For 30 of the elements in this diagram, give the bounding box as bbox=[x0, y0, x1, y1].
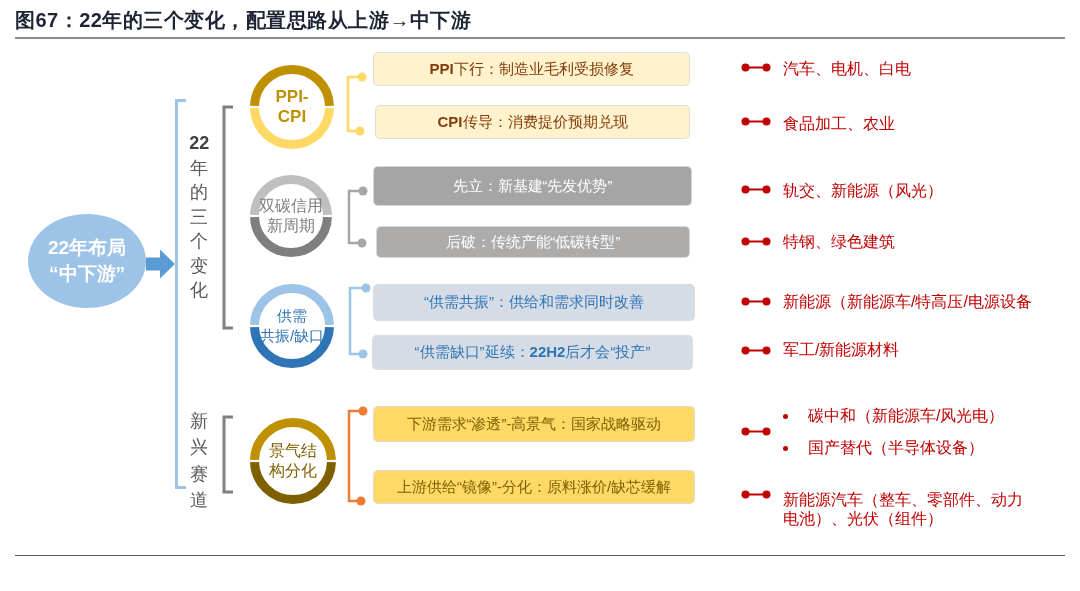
group-label: 新兴赛道 bbox=[189, 410, 210, 512]
oval-node: 22年布局“中下游” bbox=[28, 214, 146, 308]
ring-node bbox=[250, 65, 334, 149]
sector-text: 新能源汽车（整车、零部件、动力电池）、光伏（组件） bbox=[783, 490, 1024, 528]
sector-text: 新能源（新能源车/特高压/电源设备 bbox=[783, 292, 1032, 312]
title: 图67：22年的三个变化，配置思路从上游→中下游 bbox=[15, 8, 472, 33]
statement-box: 先立：新基建“先发优势” bbox=[373, 166, 692, 206]
ring-node bbox=[250, 418, 336, 504]
statement-box: “供需缺口”延续：22H2后才会“投产” bbox=[372, 335, 693, 370]
bracket bbox=[175, 99, 186, 489]
ring-label: PPI-CPI bbox=[274, 87, 310, 127]
sector-text: 轨交、新能源（风光） bbox=[783, 181, 943, 201]
group-label: 22年的三个变化 bbox=[188, 132, 211, 302]
sector-text: 军工/新能源材料 bbox=[783, 340, 900, 360]
ring-label: 景气结构分化 bbox=[268, 441, 318, 481]
ring-node bbox=[250, 284, 334, 368]
sector-text: 汽车、电机、白电 bbox=[783, 59, 911, 79]
statement-box: CPI传导：消费提价预期兑现 bbox=[375, 105, 690, 139]
sector-text: 特钢、绿色建筑 bbox=[783, 232, 895, 252]
block-arrow bbox=[146, 249, 175, 279]
sector-text: 国产替代（半导体设备） bbox=[808, 438, 984, 458]
statement-box: PPI下行：制造业毛利受损修复 bbox=[373, 52, 690, 86]
statement-box: 下游需求“渗透”-高景气：国家战略驱动 bbox=[373, 406, 695, 442]
statement-box: 后破：传统产能“低碳转型” bbox=[376, 226, 690, 258]
statement-box: 上游供给“镜像”-分化：原料涨价/缺芯缓解 bbox=[373, 470, 695, 504]
sector-text: 碳中和（新能源车/风光电） bbox=[808, 406, 1005, 426]
ring-node bbox=[250, 175, 332, 257]
ring-label: 双碳信用新周期 bbox=[258, 196, 324, 236]
statement-box: “供需共振”：供给和需求同时改善 bbox=[373, 284, 695, 321]
sector-text: 食品加工、农业 bbox=[783, 114, 895, 134]
